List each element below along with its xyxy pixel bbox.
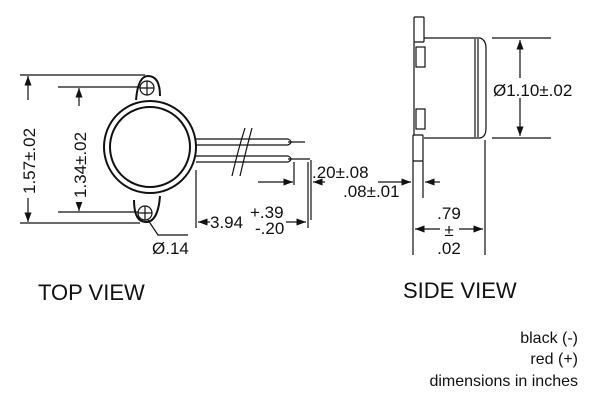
side-view-label: SIDE VIEW: [403, 278, 517, 303]
dim-lead-length: 3.94 +.39 -.20: [195, 162, 309, 238]
dim-depth-tol: .02: [437, 239, 461, 258]
dim-depth-pm: ±: [444, 221, 453, 240]
dim-overall-height-text: 1.57±.02: [20, 128, 39, 194]
note-red: red (+): [530, 351, 578, 368]
lead-wires: [196, 127, 310, 177]
top-view-body: [103, 74, 197, 224]
dim-hole-diameter-text: Ø.14: [152, 239, 189, 258]
dim-hole-diameter: Ø.14: [147, 219, 189, 258]
dim-body-diameter-text: Ø1.10±.02: [493, 81, 572, 100]
dim-flange-thickness: .08±.01: [343, 161, 440, 255]
dim-body-diameter: Ø1.10±.02: [492, 37, 573, 139]
dim-overall-height: 1.57±.02: [18, 74, 145, 224]
dim-lead-length-plus: +.39: [250, 203, 284, 222]
dim-depth: .79 ± .02: [415, 140, 486, 258]
top-view-label: TOP VIEW: [38, 280, 145, 305]
dim-hole-spacing-text: 1.34±.02: [71, 132, 90, 198]
side-view-body: [412, 16, 487, 162]
dim-depth-nominal: .79: [437, 204, 461, 223]
dim-lead-length-minus: -.20: [255, 219, 284, 238]
note-units: dimensions in inches: [429, 373, 578, 390]
dim-lead-length-text: 3.94: [210, 213, 243, 232]
dim-lead-strip: .20±.08: [258, 160, 369, 220]
note-black: black (-): [520, 330, 578, 347]
dim-flange-thickness-text: .08±.01: [343, 182, 400, 201]
dim-hole-spacing: 1.34±.02: [58, 86, 140, 213]
dim-lead-strip-text: .20±.08: [312, 163, 369, 182]
